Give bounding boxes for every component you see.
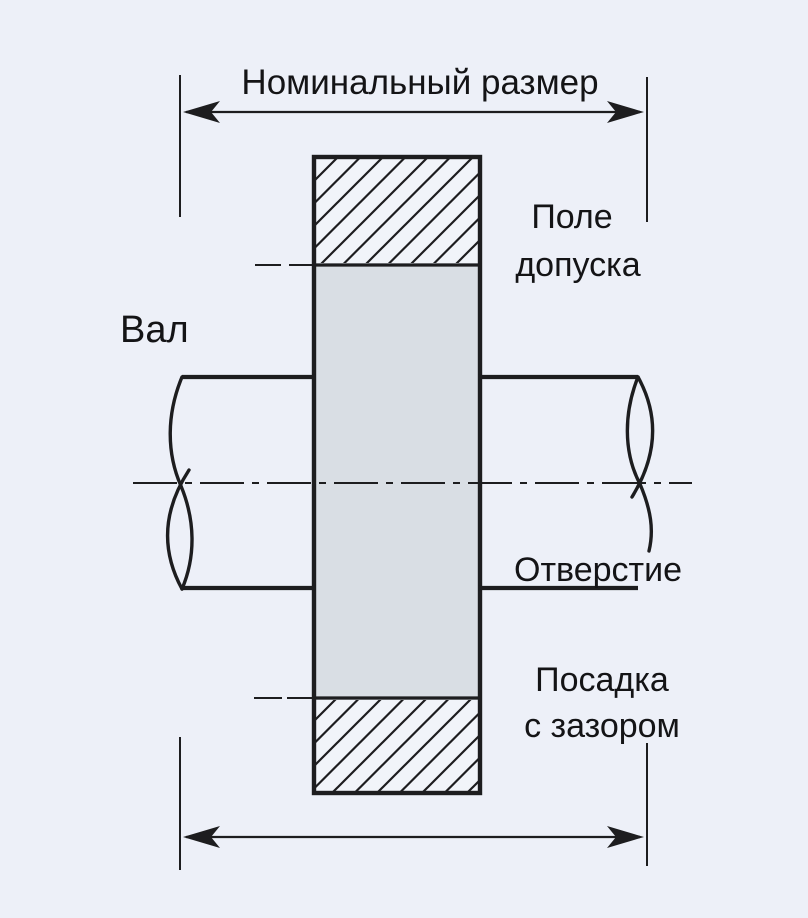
clearance-fit-label-line1: Посадка (535, 661, 669, 699)
nominal-size-label: Номинальный размер (241, 63, 598, 102)
clearance-fit-label: Посадка с зазором (524, 661, 680, 745)
tolerance-field-label-line2: допуска (515, 246, 640, 284)
bottom-dimension (179, 737, 648, 870)
tolerance-field-label-line1: Поле (531, 198, 612, 236)
arrowhead-left-icon (183, 101, 220, 123)
hatched-section-bottom (316, 700, 478, 791)
shaft-label: Вал (120, 309, 189, 351)
shaft-left (165, 374, 316, 591)
arrowhead-bottom-left-icon (183, 826, 220, 848)
hole-part-outline (311, 154, 483, 796)
hatched-section-top (316, 157, 478, 263)
hole-part (311, 154, 483, 796)
break-curve-left-2 (165, 468, 191, 591)
clearance-fit-label-line2: с зазором (524, 707, 680, 745)
tolerance-field-label: Поле допуска (515, 198, 640, 284)
arrowhead-right-icon (607, 101, 644, 123)
nominal-size-dimension: Номинальный размер (179, 63, 648, 222)
hole-label: Отверстие (514, 551, 682, 589)
boundary-ticks (254, 264, 313, 699)
arrowhead-bottom-right-icon (607, 826, 644, 848)
